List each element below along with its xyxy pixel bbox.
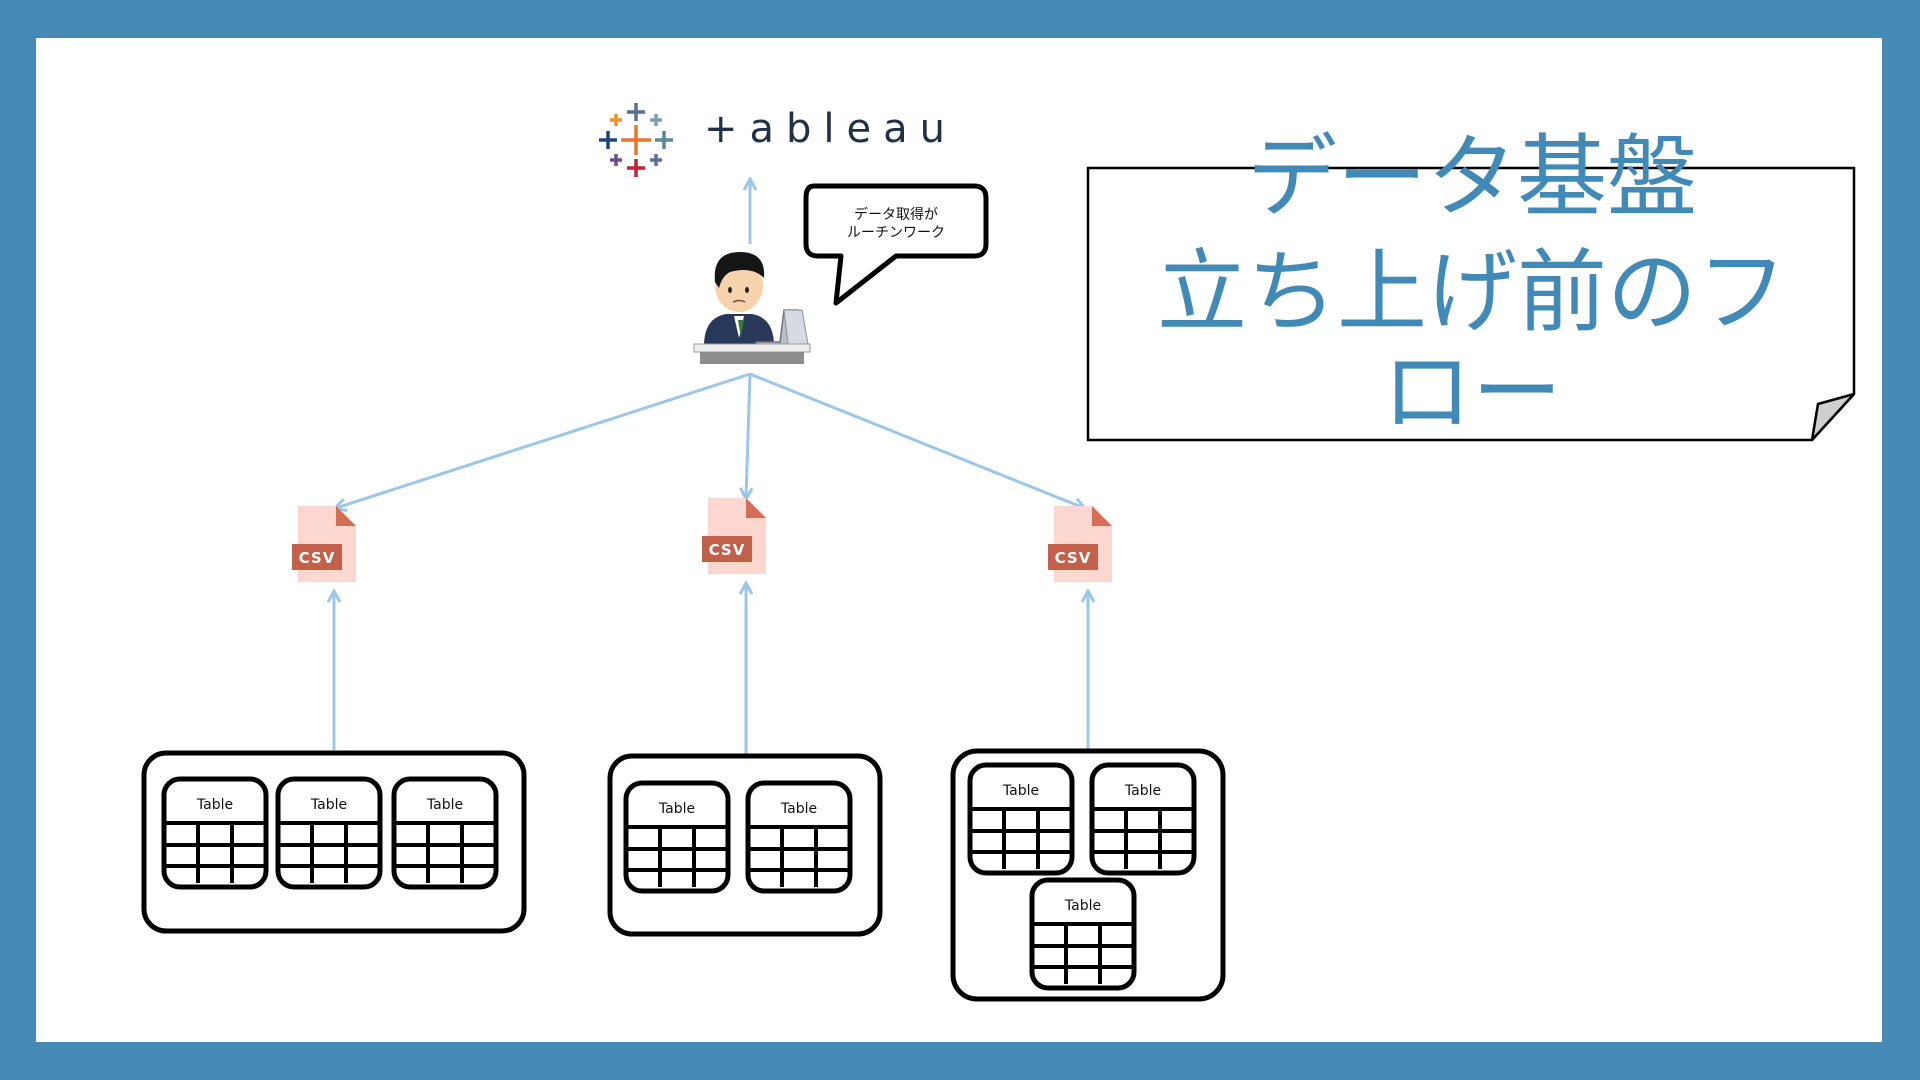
businessman-at-laptop-icon	[693, 252, 811, 364]
database-table-icon: Table	[275, 776, 383, 890]
table-label: Table	[658, 801, 695, 817]
page-curl	[1810, 392, 1856, 442]
csv-file-icon: CSV	[1048, 506, 1112, 582]
database-table-icon: Table	[967, 762, 1075, 876]
table-label: Table	[196, 797, 233, 813]
tableau-wordmark: +ableau	[704, 106, 957, 152]
database-table-icon: Table	[391, 776, 499, 890]
tableau-logo: +ableau	[599, 103, 957, 177]
arrow-to-csv-2	[746, 373, 750, 498]
bubble-text-line1: データ取得が	[854, 206, 938, 223]
title-callout: データ基盤 立ち上げ前のフ ロー	[1086, 125, 1856, 445]
csv-file-icon: CSV	[702, 498, 766, 574]
table-label: Table	[1002, 783, 1039, 799]
data-flow-diagram: +ableau データ取得が ルーチンワーク CSV	[141, 103, 1856, 1002]
csv-label: CSV	[709, 541, 746, 559]
database-table-icon: Table	[1089, 762, 1197, 876]
database-group-2	[607, 753, 883, 937]
csv-file-icon: CSV	[292, 506, 356, 582]
table-label: Table	[780, 801, 817, 817]
title-line3: ロー	[1382, 340, 1562, 445]
tableau-cross-mark-icon	[599, 103, 673, 177]
table-label: Table	[426, 797, 463, 813]
database-table-icon: Table	[161, 776, 269, 890]
csv-label: CSV	[1055, 549, 1092, 567]
table-label: Table	[1064, 898, 1101, 914]
arrow-to-csv-1	[336, 372, 751, 508]
title-line1: データ基盤	[1247, 125, 1697, 230]
database-group-1	[141, 750, 527, 934]
speech-bubble: データ取得が ルーチンワーク	[803, 183, 989, 306]
database-table-icon: Table	[745, 780, 853, 894]
bubble-text-line2: ルーチンワーク	[847, 225, 945, 241]
table-label: Table	[310, 797, 347, 813]
database-table-icon: Table	[1029, 877, 1137, 991]
table-label: Table	[1124, 783, 1161, 799]
database-table-icon: Table	[623, 780, 731, 894]
csv-label: CSV	[299, 549, 336, 567]
database-group-3	[950, 748, 1226, 1002]
slide-canvas: +ableau データ取得が ルーチンワーク CSV	[36, 38, 1882, 1042]
arrow-to-csv-3	[749, 372, 1084, 508]
title-line2: 立ち上げ前のフ	[1157, 240, 1787, 345]
